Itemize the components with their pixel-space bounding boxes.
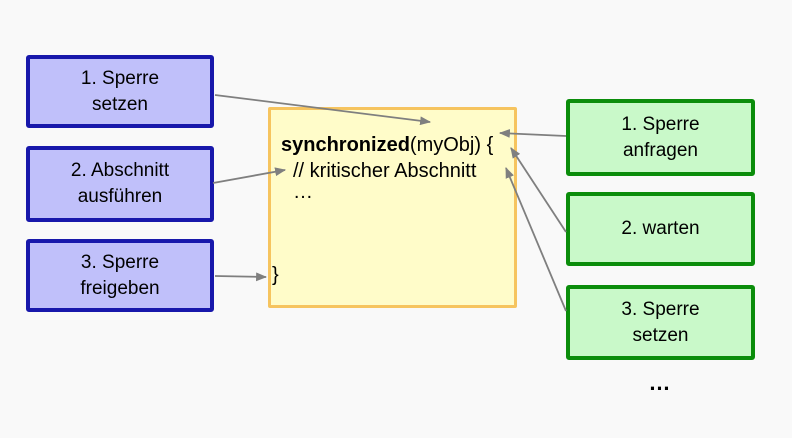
- right-step-2-box: 2. warten: [566, 192, 755, 266]
- left-step-3-line2: freigeben: [80, 277, 160, 299]
- code-line-ellipsis: …: [293, 181, 313, 203]
- code-line1-rest: (myObj) {: [409, 134, 494, 156]
- left-step-2-line1: 2. Abschnitt: [70, 160, 170, 181]
- arrow-right-step2-to-code: [510, 147, 567, 233]
- right-step-1-line2: anfragen: [622, 139, 698, 161]
- left-step-3-box: 3. Sperre freigeben: [26, 239, 214, 312]
- code-keyword: synchronized: [281, 134, 410, 156]
- code-line-synchronized: synchronized(myObj) {: [281, 133, 493, 158]
- code-line-comment: // kritischer Abschnitt: [293, 160, 477, 182]
- right-steps-ellipsis: …: [648, 370, 673, 395]
- right-step-3-box: 3. Sperre setzen: [566, 285, 755, 360]
- left-step-1-line2: setzen: [92, 93, 148, 115]
- right-step-1-box: 1. Sperre anfragen: [566, 99, 755, 176]
- right-step-3-line2: setzen: [632, 324, 689, 346]
- right-step-2-line1: 2. warten: [621, 218, 700, 239]
- code-line-closing-brace: }: [272, 264, 279, 286]
- arrow-left-step3-to-code: [214, 272, 268, 282]
- left-step-3-line1: 3. Sperre: [80, 251, 160, 273]
- left-step-2-line2: ausführen: [77, 186, 163, 207]
- left-step-2-box: 2. Abschnitt ausführen: [26, 146, 214, 222]
- left-step-1-box: 1. Sperre setzen: [26, 55, 214, 128]
- left-step-1-line1: 1. Sperre: [80, 67, 160, 89]
- right-step-1-line1: 1. Sperre: [621, 113, 700, 135]
- right-step-3-line1: 3. Sperre: [621, 298, 700, 320]
